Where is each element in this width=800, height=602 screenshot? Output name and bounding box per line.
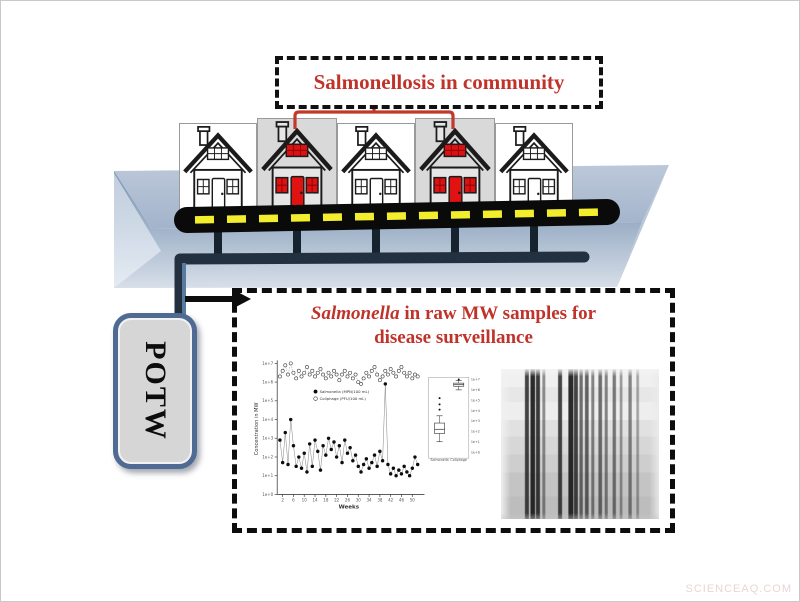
road xyxy=(174,199,620,233)
svg-text:1e+6: 1e+6 xyxy=(262,380,273,385)
svg-text:42: 42 xyxy=(388,498,394,503)
house-tile-3 xyxy=(337,123,415,213)
svg-text:1e+1: 1e+1 xyxy=(471,440,480,444)
svg-text:50: 50 xyxy=(410,498,416,503)
svg-text:1e+2: 1e+2 xyxy=(262,454,273,459)
svg-text:Weeks: Weeks xyxy=(339,505,360,511)
svg-text:18: 18 xyxy=(323,498,329,503)
attic-window xyxy=(443,143,467,158)
attic-window xyxy=(206,147,230,161)
road-center-dashes xyxy=(186,208,608,224)
potw-box: POTW xyxy=(113,313,197,469)
house-tile-5 xyxy=(495,123,573,213)
svg-text:34: 34 xyxy=(367,498,373,503)
front-door xyxy=(527,177,542,209)
potw-label: POTW xyxy=(139,341,173,441)
svg-text:38: 38 xyxy=(377,498,383,503)
svg-text:1e+7: 1e+7 xyxy=(262,361,273,366)
right-window xyxy=(384,178,398,195)
attic-window xyxy=(285,143,309,158)
svg-text:2: 2 xyxy=(281,498,284,503)
house-icon xyxy=(341,126,411,210)
svg-text:1e+0: 1e+0 xyxy=(262,492,273,497)
svg-text:10: 10 xyxy=(302,498,308,503)
svg-text:46: 46 xyxy=(399,498,405,503)
pfge-gel-image xyxy=(501,369,659,519)
house-icon xyxy=(499,126,569,210)
svg-text:Salmonella: Salmonella xyxy=(430,458,448,462)
svg-text:1e+6: 1e+6 xyxy=(471,388,480,392)
right-window xyxy=(305,176,319,194)
svg-text:14: 14 xyxy=(312,498,318,503)
svg-text:1e+0: 1e+0 xyxy=(471,450,480,454)
left-window xyxy=(512,178,526,195)
community-title: Salmonellosis in community xyxy=(313,70,565,94)
svg-text:Coliphage: Coliphage xyxy=(450,458,467,462)
right-window xyxy=(463,176,477,194)
house-icon xyxy=(183,126,253,210)
right-window xyxy=(226,178,240,195)
left-window xyxy=(275,176,289,194)
front-door xyxy=(290,175,305,209)
svg-text:Salmonella (MPN/100 mL): Salmonella (MPN/100 mL) xyxy=(320,389,370,394)
svg-text:Coliphage (PFU/100 mL): Coliphage (PFU/100 mL) xyxy=(320,396,367,401)
house-tile-2-infected xyxy=(257,118,337,213)
house-icon xyxy=(261,121,333,209)
svg-text:1e+3: 1e+3 xyxy=(262,436,273,441)
house-tile-4-infected xyxy=(415,118,495,213)
svg-text:1e+7: 1e+7 xyxy=(471,378,480,382)
platform-right-face xyxy=(617,165,669,287)
svg-text:22: 22 xyxy=(334,498,340,503)
attic-window xyxy=(522,147,546,161)
front-door xyxy=(369,177,384,209)
house-icon xyxy=(419,121,491,209)
right-window xyxy=(542,178,556,195)
platform-highlight xyxy=(114,173,161,288)
svg-text:1e+1: 1e+1 xyxy=(262,473,273,478)
front-door xyxy=(448,175,463,209)
left-window xyxy=(354,178,368,195)
svg-text:30: 30 xyxy=(356,498,362,503)
front-door xyxy=(211,177,226,209)
surveillance-title-italic: Salmonella xyxy=(310,303,400,324)
svg-text:Concentration in MW: Concentration in MW xyxy=(254,403,260,456)
attic-window xyxy=(364,147,388,161)
svg-text:1e+4: 1e+4 xyxy=(262,417,273,422)
left-window xyxy=(196,178,210,195)
watermark: SCIENCEAQ.COM xyxy=(685,583,792,595)
surveillance-box: Salmonella in raw MW samples for disease… xyxy=(232,288,675,533)
community-title-box: Salmonellosis in community xyxy=(275,56,603,109)
svg-text:1e+4: 1e+4 xyxy=(471,409,480,413)
svg-text:1e+3: 1e+3 xyxy=(471,419,480,423)
left-window xyxy=(433,176,447,194)
svg-text:6: 6 xyxy=(292,498,295,503)
house-tile-1 xyxy=(179,123,257,213)
surveillance-title-line2: disease surveillance xyxy=(374,327,533,348)
pipe-highlight xyxy=(182,263,186,315)
svg-text:26: 26 xyxy=(345,498,351,503)
svg-text:1e+2: 1e+2 xyxy=(471,430,480,434)
surveillance-title: Salmonella in raw MW samples for disease… xyxy=(237,302,670,350)
surveillance-title-rest: in raw MW samples for xyxy=(399,303,597,324)
svg-text:1e+5: 1e+5 xyxy=(262,398,273,403)
svg-text:1e+5: 1e+5 xyxy=(471,398,480,402)
